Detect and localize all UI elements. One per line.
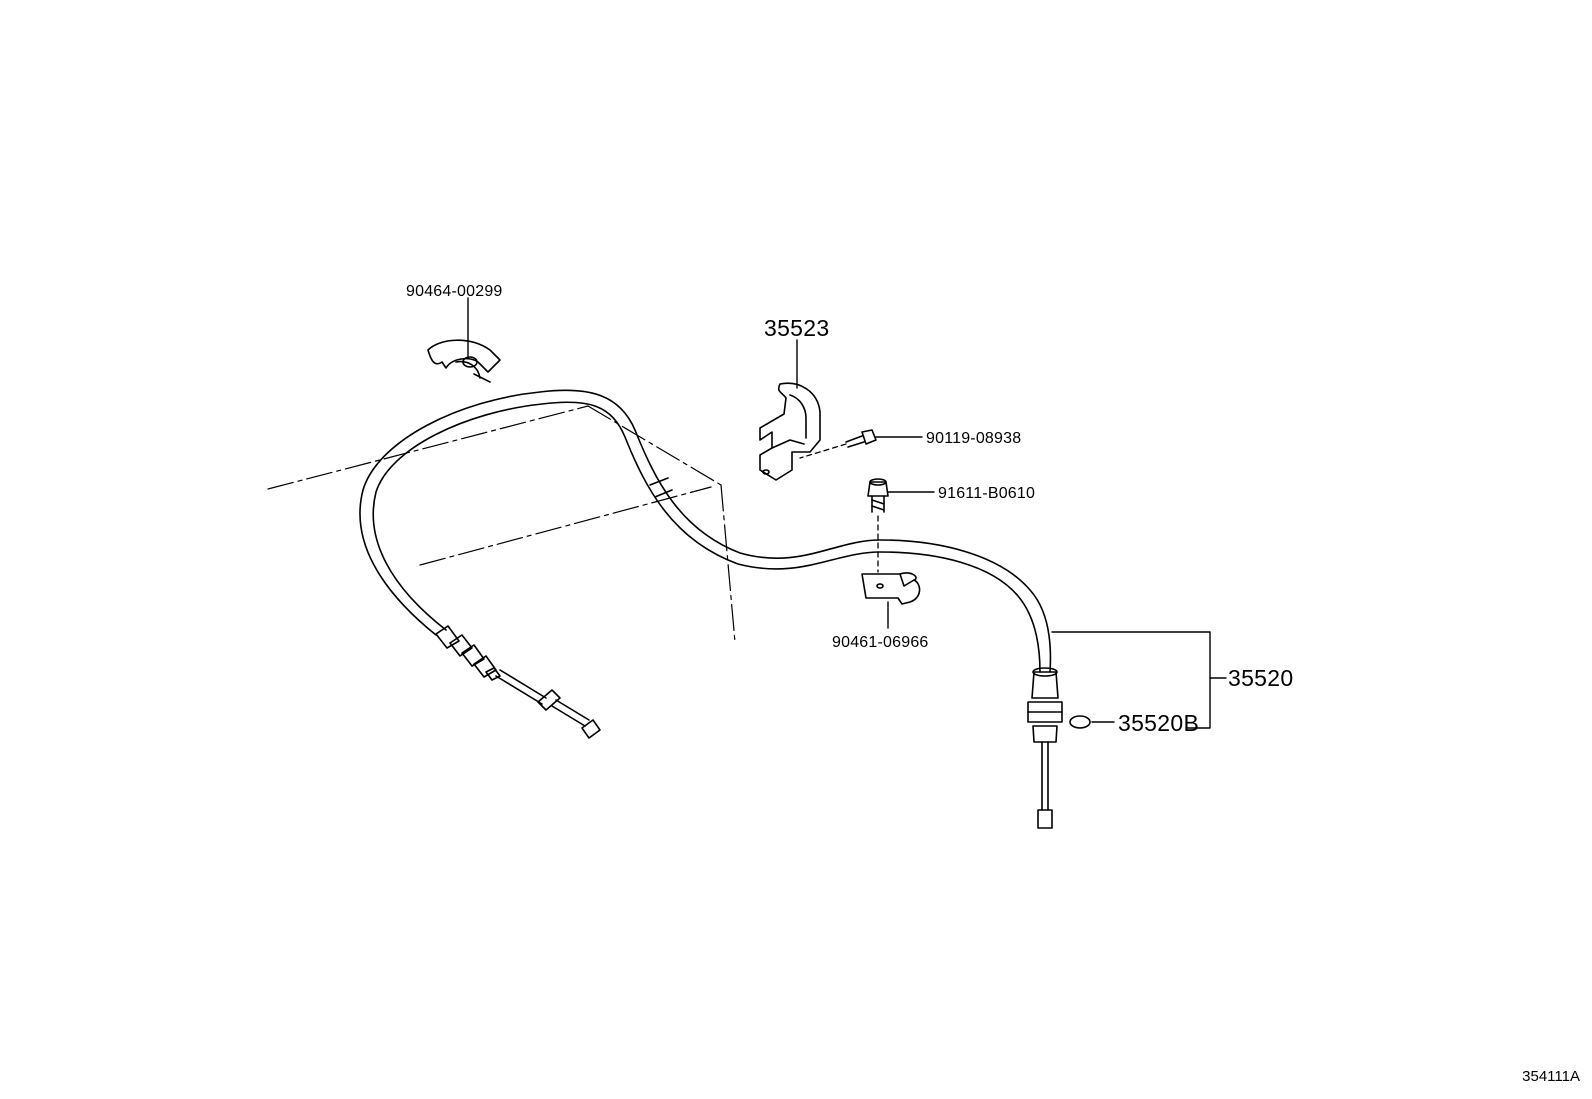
part-label-bracket: 35523	[764, 315, 829, 341]
bolt-a-part	[845, 429, 877, 448]
diagram-id-label: 354111A	[1522, 1068, 1580, 1085]
right-cable-end	[1027, 667, 1063, 829]
part-label-bolt-b: 91611-B0610	[938, 485, 1035, 502]
bolt-b-part	[867, 478, 889, 513]
left-cable-end	[435, 625, 601, 739]
leader-lines	[467, 297, 1227, 729]
cable-clamp-part	[427, 339, 501, 383]
phantom-lines	[267, 405, 736, 643]
bracket-part	[759, 382, 821, 481]
parking-brake-cable	[359, 389, 1052, 673]
part-label-oring: 35520B	[1118, 710, 1199, 736]
part-label-cable: 35520	[1228, 665, 1293, 691]
dashed-guides	[799, 443, 879, 573]
clip-part	[861, 572, 921, 605]
part-label-clip: 90461-06966	[832, 634, 929, 651]
part-label-bolt-a: 90119-08938	[926, 430, 1021, 447]
o-ring-part	[1069, 715, 1091, 729]
part-label-clamp: 90464-00299	[406, 283, 503, 300]
